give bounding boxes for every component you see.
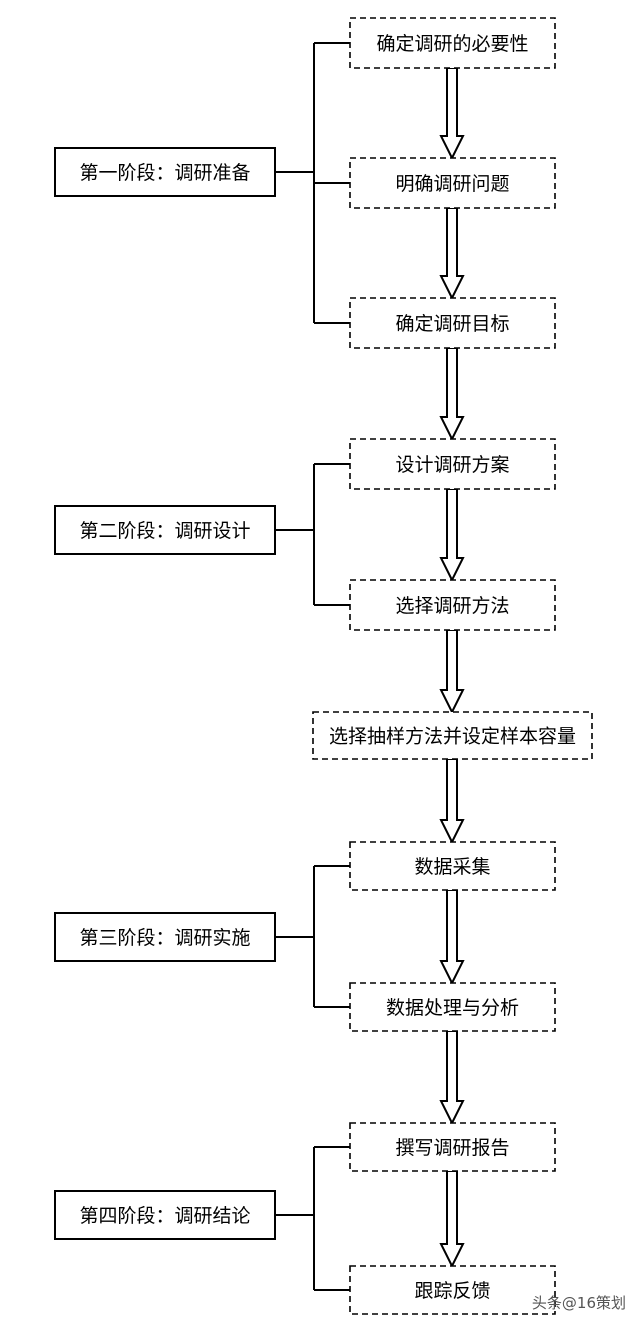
step-box: 选择抽样方法并设定样本容量 — [312, 711, 593, 760]
stage-label: 第四阶段：调研结论 — [79, 1205, 250, 1227]
flow-arrow — [439, 758, 465, 845]
stage-4-box: 第四阶段：调研结论 — [54, 1190, 276, 1240]
flow-arrow — [439, 347, 465, 442]
step-frame — [349, 1265, 556, 1315]
step-box: 撰写调研报告 — [349, 1122, 556, 1172]
step-frame — [349, 1122, 556, 1172]
stage-frame — [54, 1190, 276, 1240]
step-label: 选择抽样方法并设定样本容量 — [329, 726, 576, 748]
stage-frame — [54, 505, 276, 555]
stage-1-box: 第一阶段：调研准备 — [54, 147, 276, 197]
step-label: 确定调研的必要性 — [376, 33, 528, 55]
flow-arrow — [439, 1170, 465, 1269]
step-label: 明确调研问题 — [395, 173, 509, 195]
step-box: 选择调研方法 — [349, 579, 556, 631]
step-frame — [349, 17, 556, 69]
flow-arrow — [439, 207, 465, 301]
step-box: 确定调研目标 — [349, 297, 556, 349]
step-box: 确定调研的必要性 — [349, 17, 556, 69]
step-box: 数据处理与分析 — [349, 982, 556, 1032]
stage-label: 第一阶段：调研准备 — [79, 162, 250, 184]
step-label: 选择调研方法 — [395, 595, 509, 617]
step-box: 数据采集 — [349, 841, 556, 891]
stage-label: 第三阶段：调研实施 — [79, 927, 250, 949]
flow-arrow — [439, 1030, 465, 1126]
flow-arrows — [439, 67, 465, 1269]
step-label: 撰写调研报告 — [395, 1137, 509, 1159]
flow-arrow — [439, 889, 465, 986]
step-box: 跟踪反馈 — [349, 1265, 556, 1315]
step-label: 数据采集 — [414, 856, 490, 878]
flow-arrow — [439, 488, 465, 583]
stage-frame — [54, 912, 276, 962]
step-frame — [349, 841, 556, 891]
step-box: 明确调研问题 — [349, 157, 556, 209]
flow-arrow — [439, 629, 465, 715]
step-frame — [312, 711, 593, 760]
watermark: 头条@16策划 — [531, 1294, 626, 1312]
step-box: 设计调研方案 — [349, 438, 556, 490]
step-frame — [349, 579, 556, 631]
step-boxes: 确定调研的必要性明确调研问题确定调研目标设计调研方案选择调研方法选择抽样方法并设… — [312, 17, 593, 1315]
step-label: 设计调研方案 — [395, 454, 509, 476]
stage-connectors — [275, 42, 350, 1291]
stage-label: 第二阶段：调研设计 — [79, 520, 250, 542]
stage-2-box: 第二阶段：调研设计 — [54, 505, 276, 555]
stage-3-box: 第三阶段：调研实施 — [54, 912, 276, 962]
flow-arrow — [439, 67, 465, 161]
step-label: 确定调研目标 — [395, 313, 509, 335]
step-label: 跟踪反馈 — [414, 1280, 490, 1302]
step-frame — [349, 297, 556, 349]
step-frame — [349, 982, 556, 1032]
step-label: 数据处理与分析 — [386, 997, 519, 1019]
step-frame — [349, 438, 556, 490]
step-frame — [349, 157, 556, 209]
stage-frame — [54, 147, 276, 197]
